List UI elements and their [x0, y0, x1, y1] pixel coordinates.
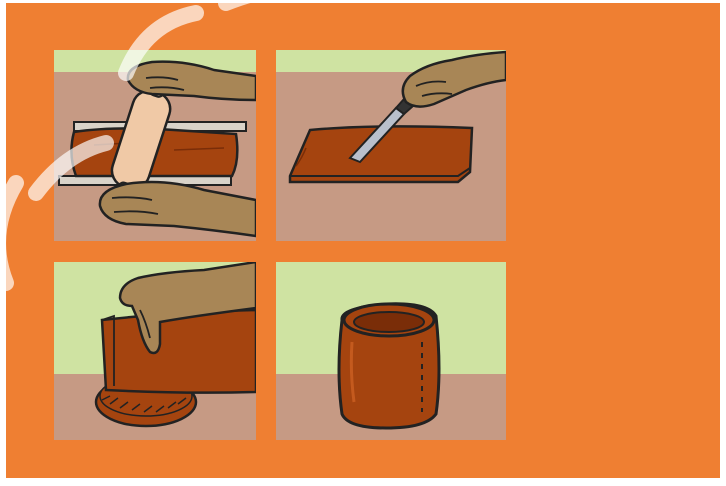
rolling-clay-slab-icon: [54, 50, 256, 241]
cutting-slab-icon: [276, 50, 506, 241]
joining-slab-to-base-icon: [54, 262, 256, 440]
illustration-board: [6, 3, 720, 478]
step-3-joining-panel: [54, 262, 256, 440]
finished-clay-pot-icon: [276, 262, 506, 440]
step-4-finished-pot-panel: [276, 262, 506, 440]
step-1-rolling-panel: [54, 50, 256, 241]
step-2-cutting-panel: [276, 50, 506, 241]
